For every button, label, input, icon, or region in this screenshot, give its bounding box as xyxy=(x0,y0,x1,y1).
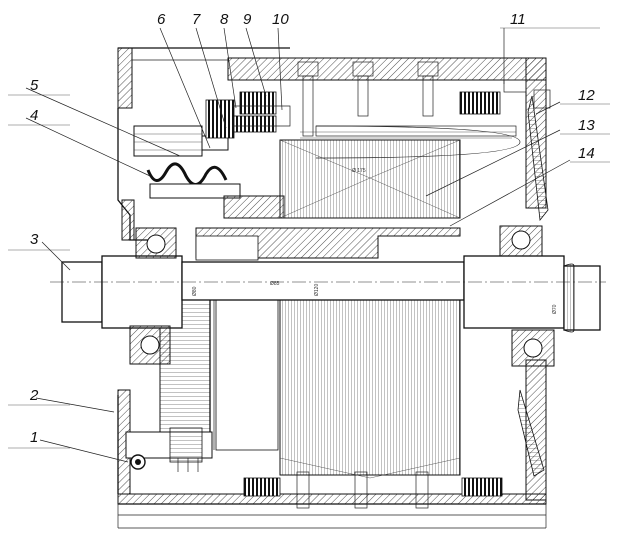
right-fan xyxy=(503,79,551,477)
dim-shaft-core: Ø120 xyxy=(314,284,320,296)
dim-stator-length: Ø 175 xyxy=(352,168,366,174)
callout-13: 13 xyxy=(578,117,595,134)
top-bolts xyxy=(297,61,439,137)
callout-14: 14 xyxy=(578,145,595,162)
stator-coil-inner xyxy=(231,115,277,133)
housing-left-flange-top xyxy=(117,47,133,109)
callout-4: 4 xyxy=(30,107,38,124)
dim-shaft-right: Ø70 xyxy=(552,304,558,314)
callout-10: 10 xyxy=(272,11,289,28)
dim-shaft-left: Ø80 xyxy=(192,286,198,296)
terminal-box xyxy=(125,427,213,472)
stator-coil-bottom-left xyxy=(243,477,281,497)
callout-9: 9 xyxy=(243,11,252,28)
housing-top-wall xyxy=(227,57,547,81)
callout-leaders xyxy=(8,27,571,463)
callout-1: 1 xyxy=(30,429,38,446)
dim-shaft-mid: Ø85 xyxy=(270,281,280,287)
callout-2: 2 xyxy=(29,387,39,404)
brush-gear xyxy=(133,99,291,219)
callout-7: 7 xyxy=(192,11,201,28)
callout-3: 3 xyxy=(30,231,39,248)
stator-core-top xyxy=(279,125,521,219)
callout-6: 6 xyxy=(157,11,166,28)
stator-coil-top-right xyxy=(459,91,501,115)
stator-coil-bottom-right xyxy=(461,477,503,497)
left-end-shield-upper xyxy=(121,199,135,241)
callout-5: 5 xyxy=(30,77,39,94)
stator-core-bottom xyxy=(279,299,461,476)
callout-8: 8 xyxy=(220,11,229,28)
callout-12: 12 xyxy=(578,87,595,104)
stator-coil-top-left xyxy=(239,91,277,115)
callout-11: 11 xyxy=(510,11,526,28)
bearings xyxy=(129,225,555,367)
